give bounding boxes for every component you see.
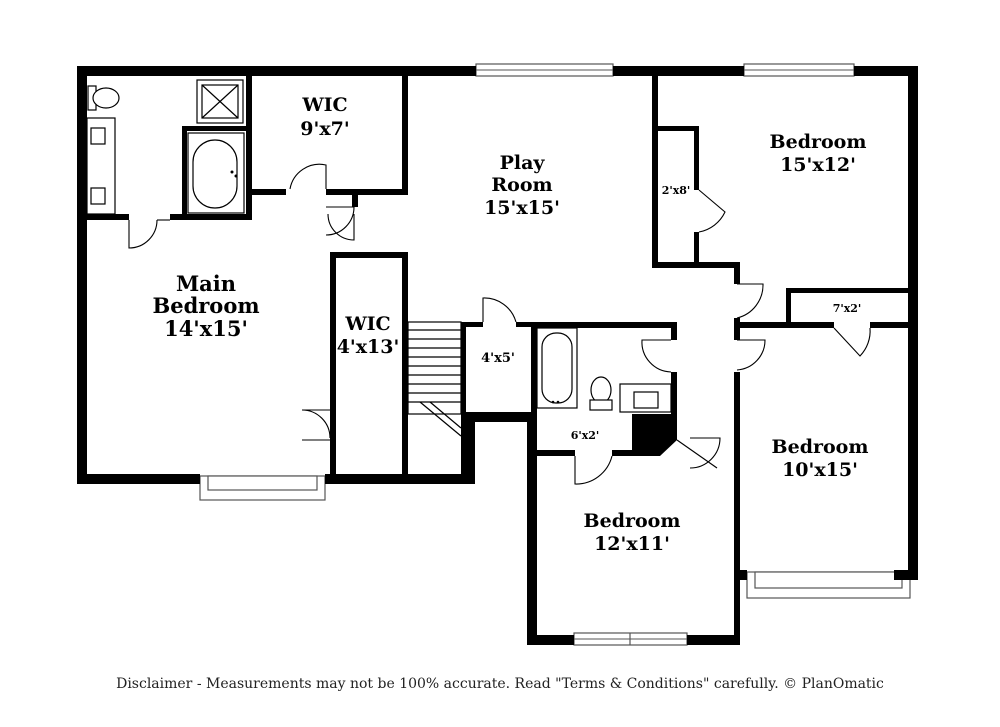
main-bedroom-name-2: Bedroom — [152, 293, 259, 318]
closet-2x8-size: 2'x8' — [662, 184, 691, 197]
disclaimer-text: Disclaimer - Measurements may not be 100… — [116, 676, 884, 692]
bathtub-2-icon — [536, 327, 578, 409]
play-room-name-1: Play — [500, 152, 546, 174]
wic-top-name: WIC — [301, 94, 347, 116]
walls — [77, 66, 918, 645]
play-room-size: 15'x15' — [484, 197, 560, 219]
bedroom-e-name: Bedroom — [772, 436, 869, 458]
sink-icon — [619, 383, 672, 413]
toilet-icon — [87, 85, 120, 111]
bedroom-s-name: Bedroom — [584, 510, 681, 532]
bedroom-s-size: 12'x11' — [594, 533, 670, 555]
bedroom-e-size: 10'x15' — [782, 459, 858, 481]
main-bedroom-name-1: Main — [176, 271, 236, 296]
wic-mid-name: WIC — [344, 313, 390, 335]
stairs — [407, 321, 462, 437]
closet-6x2-size: 6'x2' — [571, 429, 600, 442]
interior-walls — [87, 76, 910, 474]
fixtures — [86, 79, 672, 413]
bedroom-ne-size: 15'x12' — [780, 154, 856, 176]
main-bedroom-size: 14'x15' — [164, 316, 248, 341]
play-room-name-2: Room — [491, 174, 552, 196]
bathtub-icon — [187, 132, 245, 214]
wic-mid-size: 4'x13' — [337, 336, 400, 358]
bedroom-ne-name: Bedroom — [770, 131, 867, 153]
vanity-sinks-icon — [86, 117, 116, 215]
closet-4x5-size: 4'x5' — [481, 351, 515, 366]
doors — [128, 163, 871, 485]
room-labels: WIC 9'x7' Play Room 15'x15' Bedroom 15'x… — [152, 94, 868, 555]
toilet-2-icon — [589, 376, 613, 411]
wic-top-size: 9'x7' — [300, 118, 349, 140]
closet-7x2-size: 7'x2' — [833, 302, 862, 315]
shower-icon — [196, 79, 244, 124]
windows — [199, 63, 911, 646]
